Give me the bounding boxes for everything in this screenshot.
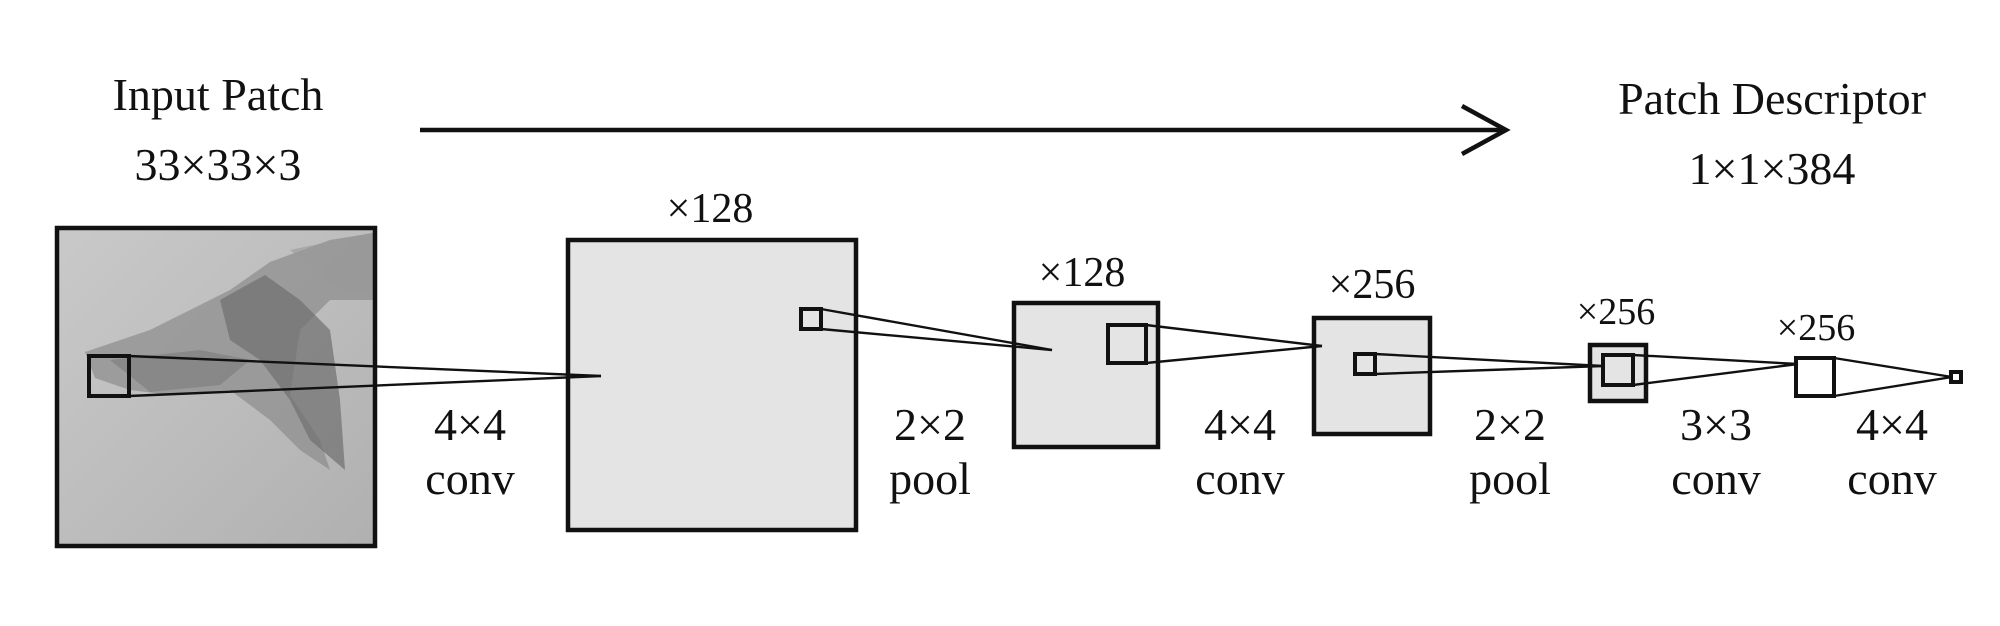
channel-label-5: ×256	[1777, 307, 1855, 349]
channel-label-3: ×256	[1329, 262, 1416, 308]
patch-descriptor-dims: 1×1×384	[1689, 143, 1856, 194]
operation-size-6: 4×4	[1856, 399, 1928, 450]
operation-type-6: conv	[1847, 453, 1936, 504]
operation-type-3: conv	[1195, 453, 1284, 504]
operation-type-4: pool	[1469, 453, 1551, 504]
output-unit	[1951, 372, 1961, 382]
channel-label-2: ×128	[1039, 250, 1126, 296]
operation-size-2: 2×2	[894, 399, 966, 450]
feature-map-1	[568, 240, 856, 530]
kernel-window-6	[1796, 358, 1834, 396]
channel-label-1: ×128	[667, 186, 754, 232]
operation-size-5: 3×3	[1680, 399, 1752, 450]
flow-arrow	[420, 106, 1506, 154]
patch-descriptor-title: Patch Descriptor	[1618, 73, 1926, 124]
operation-size-4: 2×2	[1474, 399, 1546, 450]
operation-size-1: 4×4	[434, 399, 506, 450]
operation-type-1: conv	[425, 453, 514, 504]
operation-type-5: conv	[1671, 453, 1760, 504]
input-patch-title: Input Patch	[113, 69, 324, 120]
input-patch-dims: 33×33×3	[135, 139, 302, 190]
operation-type-2: pool	[889, 453, 971, 504]
channel-label-4: ×256	[1577, 291, 1655, 333]
operation-size-3: 4×4	[1204, 399, 1276, 450]
